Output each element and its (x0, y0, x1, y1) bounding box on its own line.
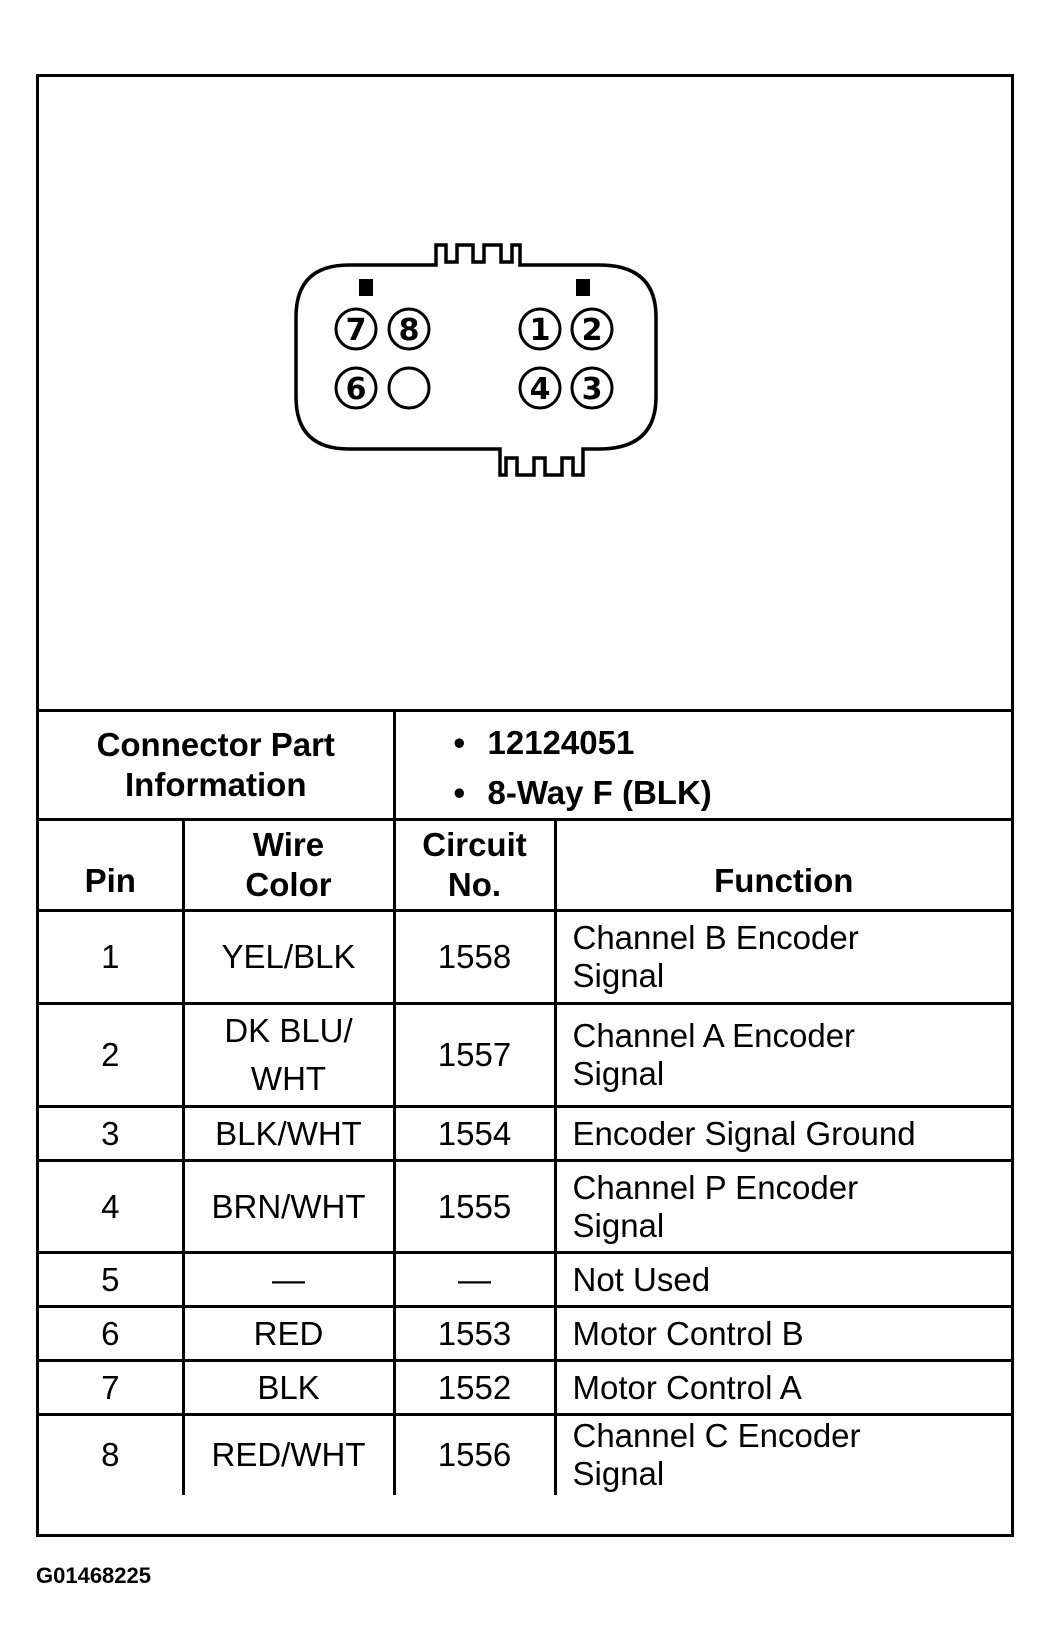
function-cell: Encoder Signal Ground (553, 1105, 1012, 1162)
pin-1: 1 (518, 307, 562, 351)
connector-figure-frame: 7 8 1 2 6 4 (36, 74, 1014, 1537)
circuit-cell: 1557 (392, 1002, 557, 1108)
table-row: 6 RED 1553 Motor Control B (39, 1305, 1012, 1362)
polarity-mark-right (576, 279, 590, 296)
part-number: 12124051 (454, 718, 1012, 768)
wire-color-cell: RED (181, 1305, 396, 1362)
wire-color-cell: RED/WHT (181, 1413, 396, 1495)
circuit-cell: 1558 (392, 909, 557, 1005)
pin-cell: 8 (39, 1413, 185, 1495)
circuit-cell: 1553 (392, 1305, 557, 1362)
pin-cell: 2 (39, 1002, 185, 1108)
pin-cell: 7 (39, 1359, 185, 1416)
header-function: Function (553, 818, 1012, 912)
table-row: 4 BRN/WHT 1555 Channel P Encoder Signal (39, 1159, 1012, 1254)
pin-8: 8 (387, 307, 431, 351)
wire-color-cell: — (181, 1251, 396, 1308)
connector-outline (294, 243, 658, 477)
table-row: 5 — — Not Used (39, 1251, 1012, 1308)
svg-text:2: 2 (582, 313, 603, 348)
connector-diagram-area: 7 8 1 2 6 4 (39, 77, 1011, 712)
wire-color-cell: BLK/WHT (181, 1105, 396, 1162)
wire-color-cell: YEL/BLK (181, 909, 396, 1005)
part-info-list: 12124051 8-Way F (BLK) (396, 712, 1012, 818)
connector-face-diagram: 7 8 1 2 6 4 (294, 243, 658, 477)
svg-text:6: 6 (346, 372, 367, 407)
svg-text:8: 8 (399, 313, 420, 348)
table-row: 1 YEL/BLK 1558 Channel B Encoder Signal (39, 909, 1012, 1005)
table-row: 3 BLK/WHT 1554 Encoder Signal Ground (39, 1105, 1012, 1162)
circuit-cell: 1555 (392, 1159, 557, 1254)
figure-id: G01468225 (36, 1563, 151, 1588)
function-cell: Not Used (553, 1251, 1012, 1308)
wire-color-cell: DK BLU/ WHT (181, 1002, 396, 1108)
svg-text:4: 4 (530, 372, 551, 407)
pin-7: 7 (334, 307, 378, 351)
part-info-values: 12124051 8-Way F (BLK) (392, 712, 1012, 821)
circuit-cell: 1552 (392, 1359, 557, 1416)
header-circuit-no: Circuit No. (392, 818, 557, 912)
function-cell: Motor Control A (553, 1359, 1012, 1416)
function-cell: Channel C Encoder Signal (553, 1413, 1012, 1495)
part-info-row: Connector Part Information 12124051 8-Wa… (39, 712, 1012, 821)
svg-text:7: 7 (346, 313, 367, 348)
table-header-row: Pin Wire Color Circuit No. Function (39, 818, 1012, 912)
pinout-table: Connector Part Information 12124051 8-Wa… (39, 712, 1012, 1495)
pin-cell: 4 (39, 1159, 185, 1254)
pin-4: 4 (518, 366, 562, 410)
circuit-cell: — (392, 1251, 557, 1308)
connector-description: 8-Way F (BLK) (454, 768, 1012, 818)
pin-cell: 3 (39, 1105, 185, 1162)
wire-color-cell: BLK (181, 1359, 396, 1416)
table-row: 2 DK BLU/ WHT 1557 Channel A Encoder Sig… (39, 1002, 1012, 1108)
function-cell: Channel P Encoder Signal (553, 1159, 1012, 1254)
function-cell: Motor Control B (553, 1305, 1012, 1362)
header-pin: Pin (39, 818, 185, 912)
function-cell: Channel B Encoder Signal (553, 909, 1012, 1005)
svg-text:1: 1 (530, 313, 551, 348)
table-row: 8 RED/WHT 1556 Channel C Encoder Signal (39, 1413, 1012, 1495)
pin-3: 3 (570, 366, 614, 410)
table-row: 7 BLK 1552 Motor Control A (39, 1359, 1012, 1416)
circuit-cell: 1556 (392, 1413, 557, 1495)
polarity-mark-left (359, 279, 373, 296)
pin-cell: 6 (39, 1305, 185, 1362)
part-info-label: Connector Part Information (39, 712, 396, 821)
function-cell: Channel A Encoder Signal (553, 1002, 1012, 1108)
pin-6: 6 (334, 366, 378, 410)
svg-text:3: 3 (582, 372, 603, 407)
pin-2: 2 (570, 307, 614, 351)
pin-cell: 5 (39, 1251, 185, 1308)
pin-cell: 1 (39, 909, 185, 1005)
header-wire-color: Wire Color (181, 818, 396, 912)
wire-color-cell: BRN/WHT (181, 1159, 396, 1254)
pin-5-empty (387, 366, 431, 410)
circuit-cell: 1554 (392, 1105, 557, 1162)
